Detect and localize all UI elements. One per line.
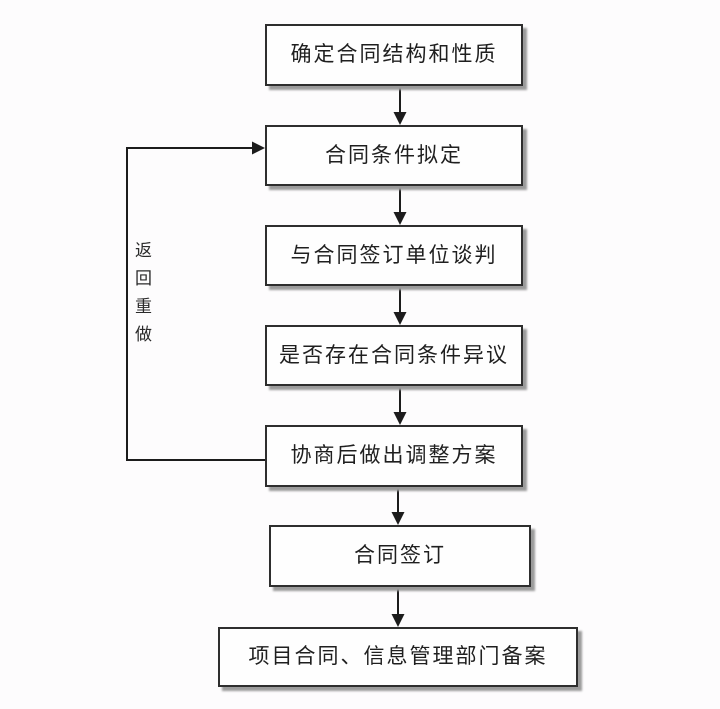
edge-arrow-6-7 bbox=[391, 587, 405, 627]
flow-node-determine-contract-structure: 确定合同结构和性质 bbox=[265, 24, 523, 86]
edge-loop-5-2 bbox=[126, 141, 265, 461]
arrowhead-down-icon bbox=[393, 312, 407, 325]
flow-node-filing-with-management-department: 项目合同、信息管理部门备案 bbox=[218, 627, 578, 687]
flow-node-terms-objection-check: 是否存在合同条件异议 bbox=[265, 325, 523, 386]
flow-node-negotiate-with-signing-party: 与合同签订单位谈判 bbox=[265, 225, 523, 286]
loop-label-return-redo: 返回重做 bbox=[132, 241, 151, 353]
flow-node-adjustment-plan-after-consultation: 协商后做出调整方案 bbox=[265, 425, 523, 487]
arrowhead-down-icon bbox=[393, 212, 407, 225]
edge-arrow-5-6 bbox=[391, 487, 405, 525]
edge-arrow-4-5 bbox=[393, 386, 407, 425]
edge-arrow-1-2 bbox=[393, 86, 407, 125]
arrowhead-right-icon bbox=[252, 141, 265, 155]
flow-node-contract-signing: 合同签订 bbox=[269, 525, 531, 587]
arrowhead-down-icon bbox=[393, 412, 407, 425]
arrowhead-down-icon bbox=[391, 512, 405, 525]
flow-node-draft-contract-terms: 合同条件拟定 bbox=[265, 125, 523, 186]
arrowhead-down-icon bbox=[393, 112, 407, 125]
edge-arrow-2-3 bbox=[393, 186, 407, 225]
edge-arrow-3-4 bbox=[393, 286, 407, 325]
arrowhead-down-icon bbox=[391, 614, 405, 627]
